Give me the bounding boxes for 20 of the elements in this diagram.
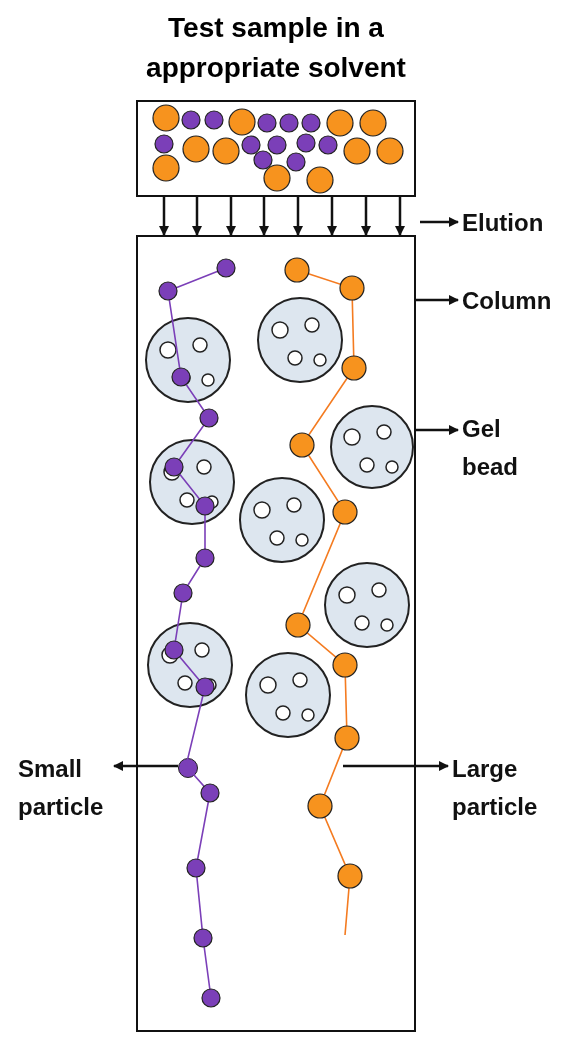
arrow: [226, 197, 236, 236]
arrow: [414, 425, 459, 435]
callout-label: Small particle: [18, 750, 110, 826]
arrow: [259, 197, 269, 236]
arrow: [159, 197, 169, 236]
arrow: [395, 197, 405, 236]
arrow: [113, 761, 178, 771]
arrow: [343, 761, 449, 771]
arrow: [420, 217, 459, 227]
callout-label: Column: [462, 282, 552, 320]
arrow: [192, 197, 202, 236]
arrow: [293, 197, 303, 236]
arrow: [361, 197, 371, 236]
arrow: [416, 295, 459, 305]
callout-label: Large particle: [452, 750, 562, 826]
title: Test sample in a appropriate solvent: [145, 11, 407, 85]
callout-label: Elution: [462, 204, 544, 242]
sample-box: [136, 100, 416, 197]
arrow: [327, 197, 337, 236]
callout-label: Gel bead: [462, 410, 542, 486]
